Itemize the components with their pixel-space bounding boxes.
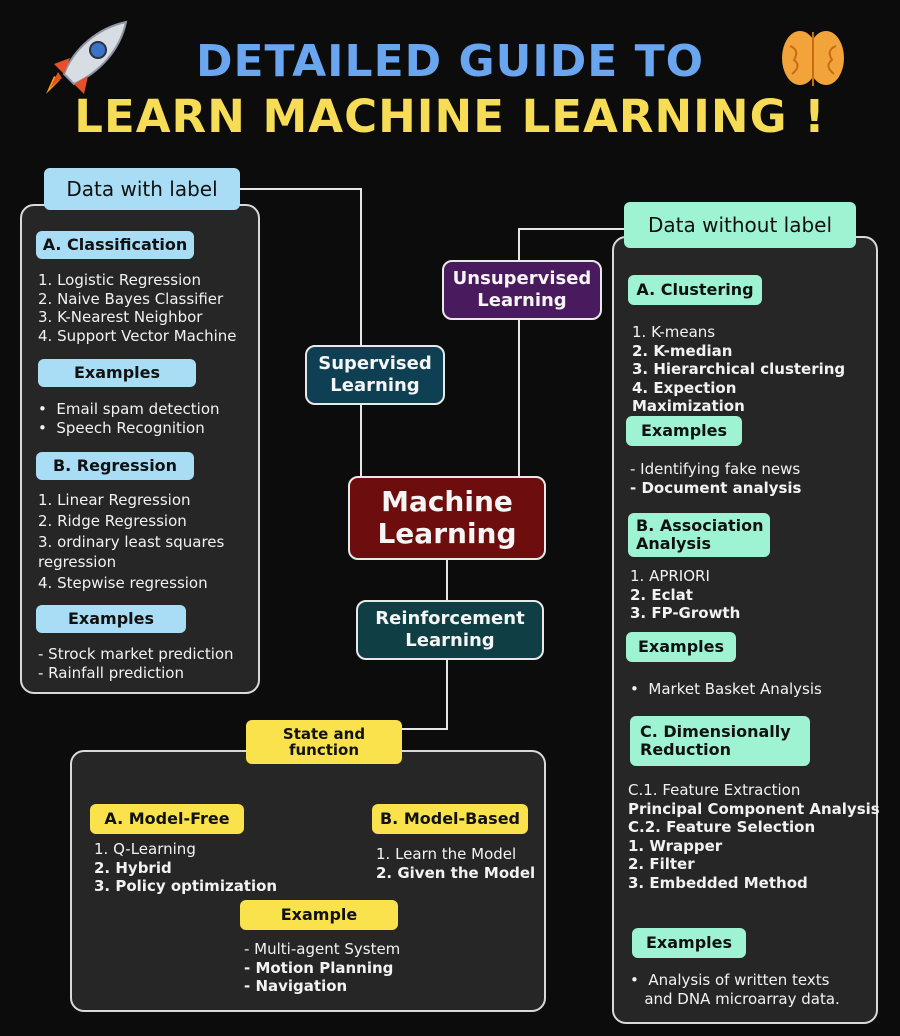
list-item: Principal Component Analysis <box>628 800 876 819</box>
bullet: • <box>630 680 648 698</box>
list-item: 3. FP-Growth <box>630 604 870 623</box>
list-item: • Market Basket Analysis <box>630 680 870 699</box>
example-list: - Multi-agent System - Motion Planning -… <box>244 940 464 996</box>
list-item: - Rainfall prediction <box>38 664 258 683</box>
examples-list: - Identifying fake news - Document analy… <box>630 460 870 497</box>
title-line-1: DETAILED GUIDE TO <box>0 36 900 87</box>
title-line-2: LEARN MACHINE LEARNING ! <box>0 90 900 143</box>
list-item: C.1. Feature Extraction <box>628 781 876 800</box>
bullet: • <box>630 971 648 989</box>
list-item: 1. K-means <box>632 323 872 342</box>
list-item: 2. Eclat <box>630 586 870 605</box>
list-item: 2. Given the Model <box>376 864 536 883</box>
list-item: 2. Ridge Regression <box>38 511 258 532</box>
examples-list: • Market Basket Analysis <box>630 680 870 699</box>
connector-line <box>238 188 362 190</box>
clustering-label: A. Clustering <box>628 275 762 305</box>
list-item: 4. Expection <box>632 379 872 398</box>
list-item: 2. Filter <box>628 855 876 874</box>
classification-list: 1. Logistic Regression 2. Naive Bayes Cl… <box>38 271 258 345</box>
examples-list: • Analysis of written texts and DNA micr… <box>630 971 874 1008</box>
examples-label: Examples <box>36 605 186 633</box>
list-item: • Email spam detection <box>38 400 258 419</box>
model-based-label: B. Model-Based <box>372 804 528 834</box>
list-item: 2. K-median <box>632 342 872 361</box>
list-item: • Speech Recognition <box>38 419 258 438</box>
example-label: Example <box>240 900 398 930</box>
examples-label: Examples <box>632 928 746 958</box>
list-item: regression <box>38 552 258 573</box>
list-item: - Document analysis <box>630 479 870 498</box>
bullet: • <box>38 419 56 437</box>
list-item: - Strock market prediction <box>38 645 258 664</box>
list-item: - Multi-agent System <box>244 940 464 959</box>
list-item: 1. Linear Regression <box>38 490 258 511</box>
list-item: 1. Learn the Model <box>376 845 536 864</box>
list-item: 1. Q-Learning <box>94 840 294 859</box>
list-item: 3. K-Nearest Neighbor <box>38 308 258 327</box>
model-based-list: 1. Learn the Model 2. Given the Model <box>376 845 536 882</box>
model-free-list: 1. Q-Learning 2. Hybrid 3. Policy optimi… <box>94 840 294 896</box>
list-item: 1. APRIORI <box>630 567 870 586</box>
model-free-label: A. Model-Free <box>90 804 244 834</box>
list-item: • Analysis of written texts <box>630 971 874 990</box>
list-item: 1. Wrapper <box>628 837 876 856</box>
bullet: • <box>38 400 56 418</box>
list-item: 3. Hierarchical clustering <box>632 360 872 379</box>
list-item: 3. Policy optimization <box>94 877 294 896</box>
examples-label: Examples <box>626 632 736 662</box>
clustering-list: 1. K-means 2. K-median 3. Hierarchical c… <box>632 323 872 416</box>
list-item: 4. Support Vector Machine <box>38 327 258 346</box>
list-item: 4. Stepwise regression <box>38 573 258 594</box>
list-item: - Motion Planning <box>244 959 464 978</box>
list-item: 2. Hybrid <box>94 859 294 878</box>
regression-label: B. Regression <box>36 452 194 480</box>
list-item: C.2. Feature Selection <box>628 818 876 837</box>
examples-list: - Strock market prediction - Rainfall pr… <box>38 645 258 682</box>
brain-icon <box>780 28 846 90</box>
list-item: Maximization <box>632 397 872 416</box>
list-item: 3. Embedded Method <box>628 874 876 893</box>
examples-label: Examples <box>626 416 742 446</box>
classification-label: A. Classification <box>36 231 194 259</box>
list-item: and DNA microarray data. <box>630 990 874 1009</box>
connector-line <box>360 188 362 478</box>
list-item: 1. Logistic Regression <box>38 271 258 290</box>
list-item: 2. Naive Bayes Classifier <box>38 290 258 309</box>
connector-line <box>402 728 448 730</box>
examples-list: • Email spam detection • Speech Recognit… <box>38 400 258 437</box>
list-item: - Navigation <box>244 977 464 996</box>
list-item: 3. ordinary least squares <box>38 532 258 553</box>
data-with-label-header: Data with label <box>44 168 240 210</box>
regression-list: 1. Linear Regression 2. Ridge Regression… <box>38 490 258 594</box>
connector-line <box>518 228 626 230</box>
association-list: 1. APRIORI 2. Eclat 3. FP-Growth <box>630 567 870 623</box>
list-item: - Identifying fake news <box>630 460 870 479</box>
dimensionality-list: C.1. Feature Extraction Principal Compon… <box>628 781 876 892</box>
data-without-label-header: Data without label <box>624 202 856 248</box>
examples-label: Examples <box>38 359 196 387</box>
